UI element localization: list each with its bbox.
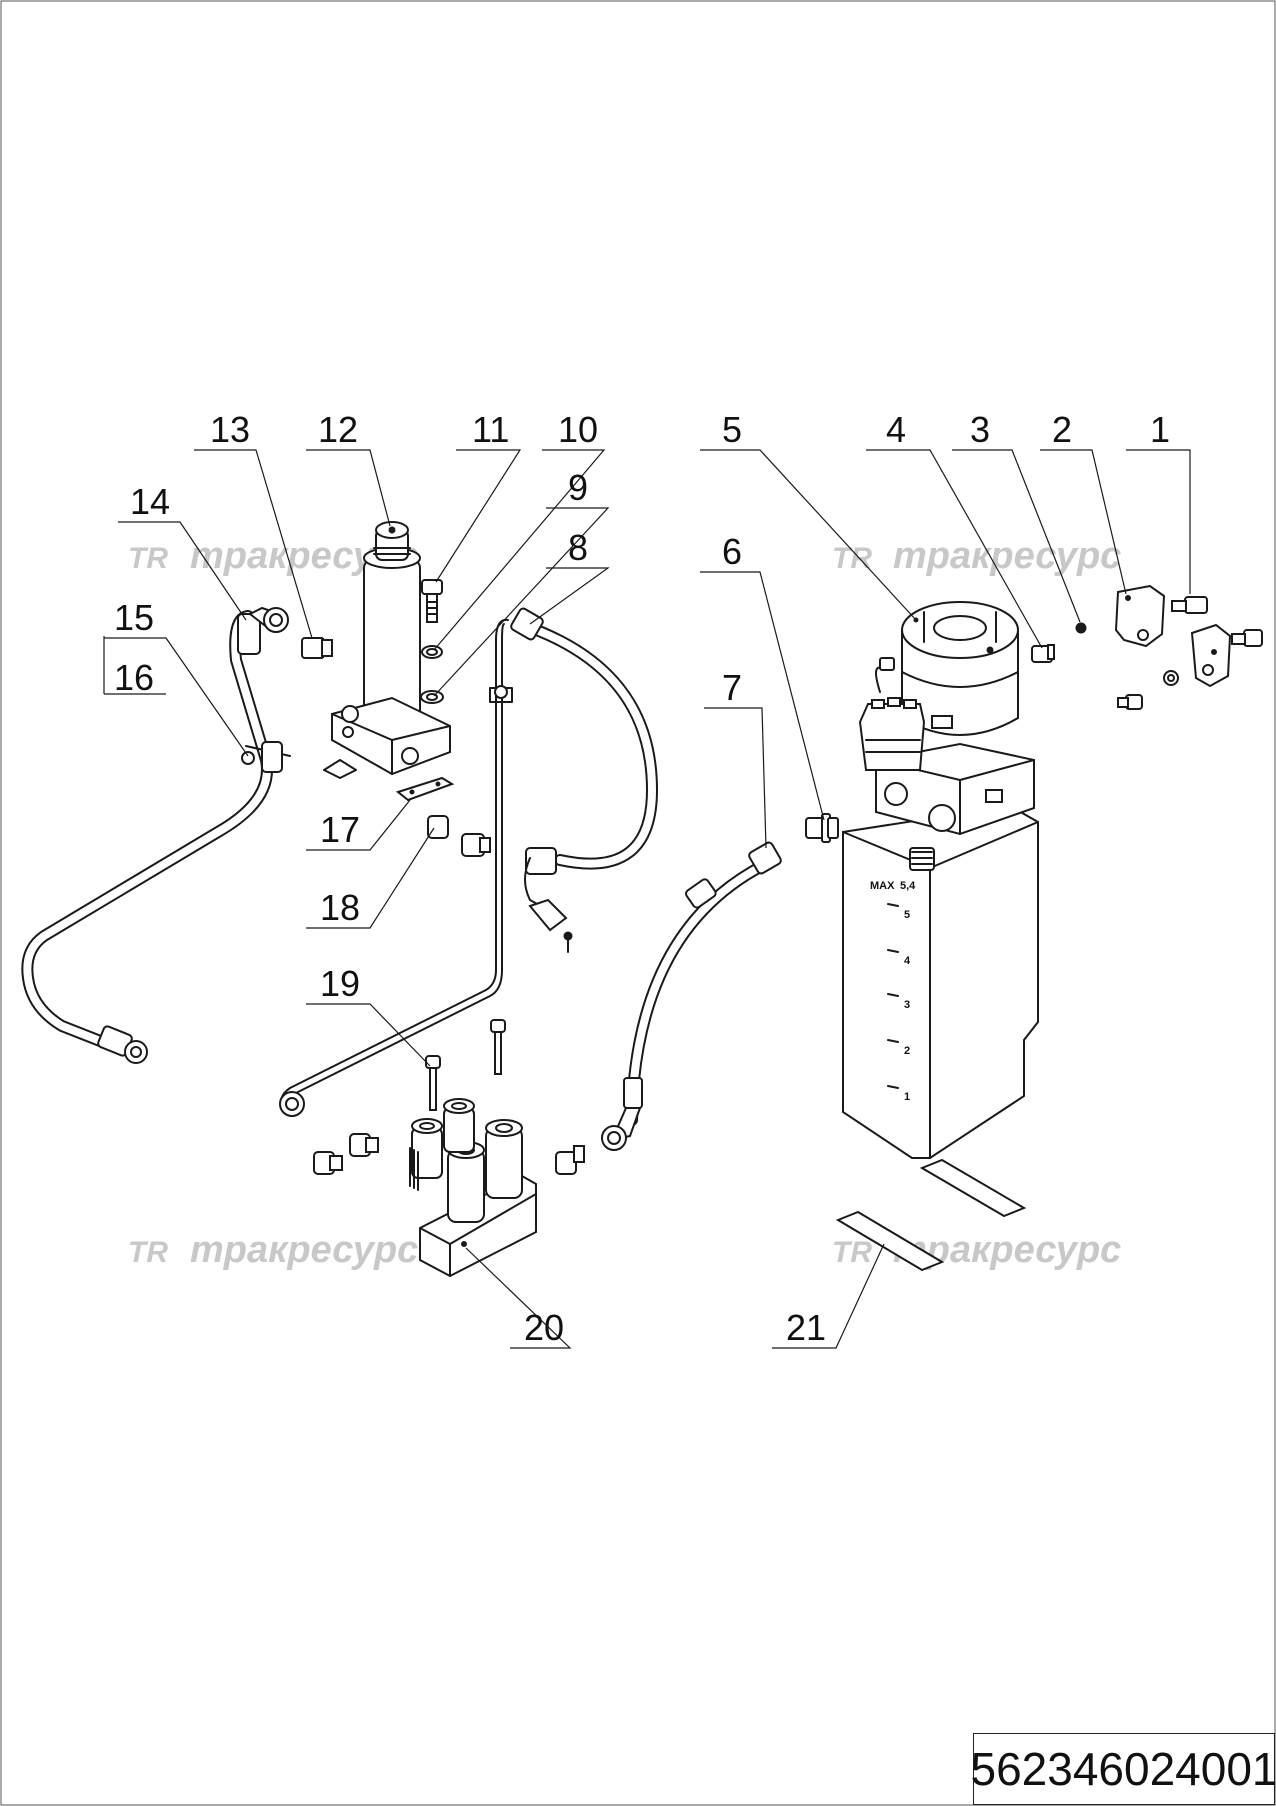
callout-6: 6 bbox=[722, 531, 742, 572]
part-4-fitting bbox=[1031, 644, 1055, 663]
leader-6 bbox=[700, 571, 825, 821]
callout-8: 8 bbox=[568, 527, 588, 568]
callout-19: 19 bbox=[320, 963, 360, 1004]
callout-labels: 1 2 3 4 5 6 7 8 9 10 11 12 13 14 15 16 1… bbox=[114, 409, 1170, 1348]
tank-scale-tick: 5 bbox=[904, 909, 910, 921]
callout-10: 10 bbox=[558, 409, 598, 450]
leader-21 bbox=[772, 1243, 885, 1349]
leader-5 bbox=[700, 449, 917, 621]
part-6-adapter-fitting bbox=[805, 813, 839, 843]
leader-20 bbox=[465, 1247, 572, 1349]
callout-18: 18 bbox=[320, 887, 360, 928]
callout-3: 3 bbox=[970, 409, 990, 450]
leader-3 bbox=[952, 449, 1081, 623]
callout-12: 12 bbox=[318, 409, 358, 450]
callout-7: 7 bbox=[722, 667, 742, 708]
leader-4 bbox=[866, 449, 1043, 649]
callout-17: 17 bbox=[320, 809, 360, 850]
part-13-fitting bbox=[301, 637, 333, 659]
tank-scale-tick: 3 bbox=[904, 999, 910, 1011]
leader-1 bbox=[1126, 449, 1191, 594]
callout-11: 11 bbox=[472, 409, 509, 450]
callout-16: 16 bbox=[114, 657, 154, 698]
leader-18 bbox=[306, 827, 435, 929]
part-18-fittings bbox=[427, 815, 491, 857]
leader-14 bbox=[118, 521, 247, 621]
watermark-logo: TR bbox=[832, 1236, 872, 1269]
tank-scale-tick: 2 bbox=[904, 1045, 910, 1057]
part-14-15-hose bbox=[21, 606, 289, 1064]
part-1-bolts bbox=[1117, 596, 1263, 710]
watermark-logo: TR bbox=[832, 542, 872, 575]
part-11-bolt bbox=[421, 579, 443, 623]
leader-17 bbox=[306, 799, 411, 851]
document-number-box: 562346024001 bbox=[970, 1733, 1276, 1805]
leader-15 bbox=[104, 637, 249, 757]
leader-11 bbox=[435, 449, 522, 583]
leader-8 bbox=[529, 567, 610, 625]
part-5-hydraulic-power-unit: MAX 5,4 5 4 3 2 1 bbox=[842, 601, 1039, 1159]
leader-7 bbox=[704, 707, 767, 849]
watermark-text: тракресурс bbox=[893, 535, 1121, 577]
part-17-gasket bbox=[395, 776, 455, 802]
part-7-hose bbox=[601, 841, 782, 1151]
callout-4: 4 bbox=[886, 409, 906, 450]
callout-20: 20 bbox=[524, 1307, 564, 1348]
leader-10 bbox=[433, 449, 606, 651]
part-2-mounting-plates bbox=[1114, 584, 1232, 688]
leader-19 bbox=[306, 1003, 431, 1067]
callout-1: 1 bbox=[1150, 409, 1170, 450]
part-16-clamp bbox=[241, 741, 291, 773]
part-20-valve-block bbox=[313, 1098, 585, 1278]
tank-scale-tick: 1 bbox=[904, 1091, 910, 1103]
tank-scale-max-label: MAX bbox=[870, 880, 895, 892]
watermark-text: тракресурс bbox=[190, 1229, 418, 1271]
part-12-hydraulic-cylinder bbox=[323, 521, 451, 779]
callout-21: 21 bbox=[786, 1307, 826, 1348]
watermark-top-right: TR тракресурс bbox=[832, 535, 1121, 577]
leader-13 bbox=[194, 449, 313, 639]
part-21-rubber-pads bbox=[835, 1158, 1027, 1272]
callout-15: 15 bbox=[114, 597, 154, 638]
watermark-logo: TR bbox=[128, 1236, 168, 1269]
callout-13: 13 bbox=[210, 409, 250, 450]
callout-2: 2 bbox=[1052, 409, 1072, 450]
leader-12 bbox=[306, 449, 391, 527]
leader-2 bbox=[1040, 449, 1127, 595]
callout-9: 9 bbox=[568, 467, 588, 508]
watermark-logo: TR bbox=[128, 542, 168, 575]
part-19-screws bbox=[425, 1019, 506, 1111]
callout-14: 14 bbox=[130, 481, 170, 522]
watermark-bottom-left: TR тракресурс bbox=[128, 1229, 418, 1271]
callout-5: 5 bbox=[722, 409, 742, 450]
leader-9 bbox=[433, 507, 610, 697]
part-9-10-washers bbox=[420, 645, 444, 704]
tank-scale-max-value: 5,4 bbox=[900, 880, 916, 892]
document-number: 562346024001 bbox=[970, 1743, 1276, 1795]
leader-lines bbox=[103, 449, 1191, 1349]
part-3-washer bbox=[1075, 622, 1087, 634]
part-8-hose-assembly bbox=[279, 607, 658, 1117]
tank-scale-tick: 4 bbox=[904, 955, 911, 967]
